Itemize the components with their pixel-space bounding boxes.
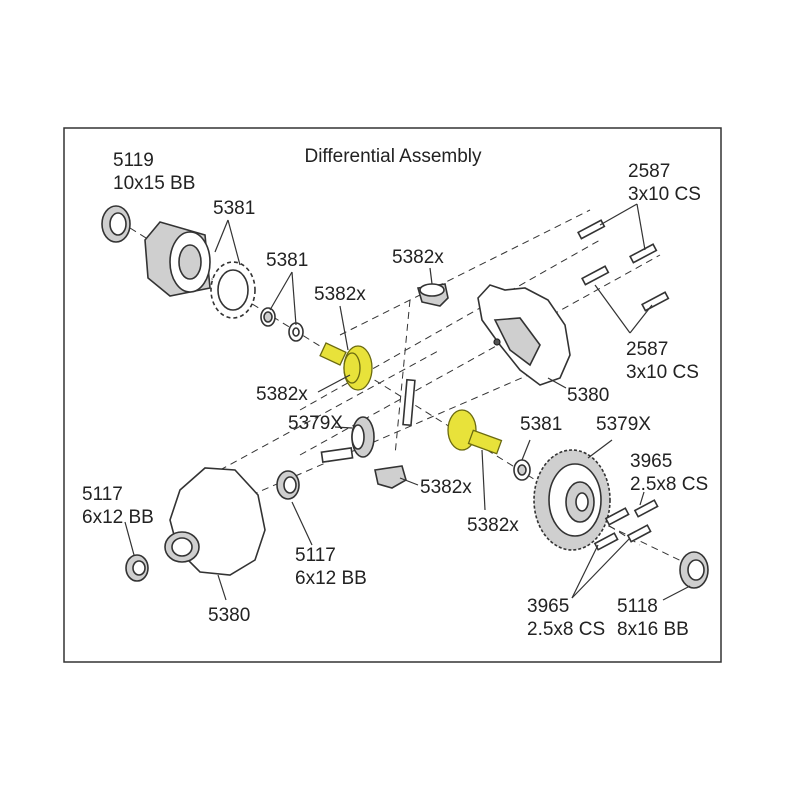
diagram-title: Differential Assembly	[304, 146, 482, 167]
label-5380-bottom: 5380	[208, 605, 250, 626]
spider-gear-bottom	[374, 465, 407, 489]
washer-5382x	[288, 322, 304, 342]
label-5380-top: 5380	[567, 385, 609, 406]
bearing-5117-outer	[125, 554, 149, 582]
label-5117-outer: 5117	[82, 484, 123, 505]
bearing-5117-inner	[276, 470, 300, 500]
label-5382x-spider-top: 5382x	[392, 247, 444, 268]
pinion-gear-5379x-left	[320, 416, 375, 463]
label-5382x-right: 5382x	[467, 515, 519, 536]
label-2587-bottom: 2587	[626, 339, 668, 360]
diff-housing-5380-bottom	[164, 467, 266, 576]
label-3965-right: 3965	[630, 451, 672, 472]
label-5117-outer-spec: 6x12 BB	[82, 507, 154, 528]
label-5381-right: 5381	[520, 414, 562, 435]
cross-pin	[402, 378, 416, 427]
diagram-border	[63, 127, 722, 663]
washer-5381-right	[513, 459, 531, 481]
label-5118: 5118	[617, 596, 658, 617]
label-2587-bottom-spec: 3x10 CS	[626, 362, 699, 383]
ring-gear-5379x	[533, 449, 611, 551]
screws-2587	[577, 219, 670, 312]
label-5382x-side-gear: 5382x	[314, 284, 366, 305]
bearing-5119	[101, 205, 131, 243]
screws-3965	[593, 499, 659, 551]
label-5381-case: 5381	[213, 198, 255, 219]
label-2587-top: 2587	[628, 161, 670, 182]
label-5119-spec: 10x15 BB	[113, 173, 195, 194]
label-2587-top-spec: 3x10 CS	[628, 184, 701, 205]
label-5381-gasket: 5381	[266, 250, 308, 271]
label-5379x-pinion: 5379X	[288, 413, 343, 434]
label-5117-inner: 5117	[295, 545, 336, 566]
label-5382x-left: 5382x	[256, 384, 308, 405]
label-5118-spec: 8x16 BB	[617, 619, 689, 640]
side-gear-left-yellow	[319, 342, 373, 391]
label-3965-bottom: 3965	[527, 596, 569, 617]
label-5117-inner-spec: 6x12 BB	[295, 568, 367, 589]
spider-gear-top	[416, 283, 449, 307]
label-3965-bottom-spec: 2.5x8 CS	[527, 619, 605, 640]
label-3965-right-spec: 2.5x8 CS	[630, 474, 708, 495]
label-5119: 5119	[113, 150, 154, 171]
gasket-5381	[210, 261, 256, 319]
leader-lines	[124, 203, 691, 601]
diff-case-5381	[144, 221, 211, 297]
bearing-5118	[679, 551, 709, 589]
label-5379x-ring: 5379X	[596, 414, 651, 435]
label-5382x-spider-bottom: 5382x	[420, 477, 472, 498]
o-ring-5381	[260, 307, 276, 327]
side-gear-right-yellow	[447, 409, 503, 455]
diff-housing-5380-top	[477, 284, 571, 386]
